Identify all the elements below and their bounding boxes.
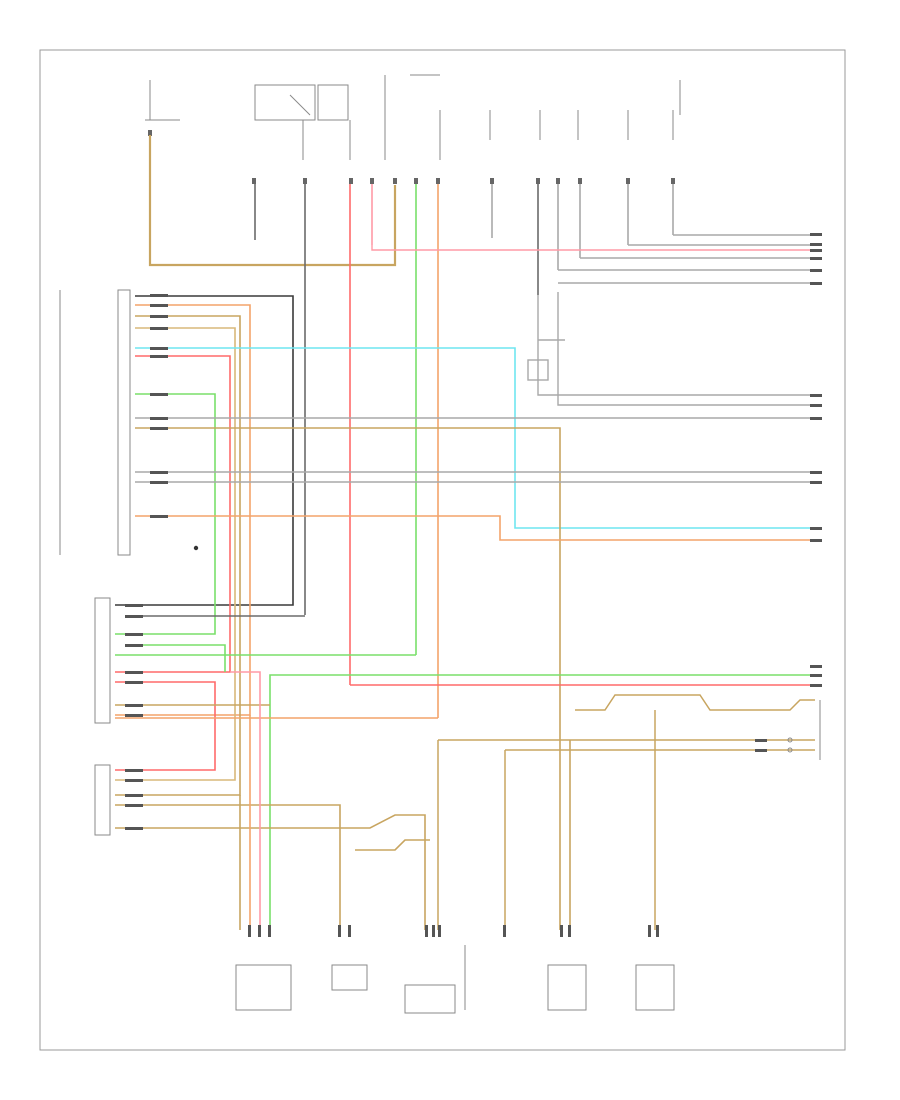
connector-ticks [125,294,168,830]
top-fuse-area [145,74,681,160]
bottom-runs [115,671,571,930]
diagram-frame [39,49,846,1051]
mid-horizontals [115,654,815,925]
component-box-2 [331,964,368,991]
bottom-pins [248,925,659,937]
component-box-1 [235,964,292,1011]
switch-network [437,694,815,930]
fuse-glyphs [148,130,675,184]
relay-box [254,84,316,121]
left-connector-wires [115,295,815,930]
component-box-6 [635,964,675,1011]
right-runs-top [371,234,815,284]
left-connector [59,289,131,836]
bottom-components [235,945,675,1014]
wire-tan-top [148,135,397,267]
top-drops [254,184,674,718]
component-box-3 [404,984,456,1014]
right-connector-ticks [755,233,822,752]
relay-circuit-right [527,292,815,406]
component-box-5 [547,964,587,1011]
right-lower-switch [787,700,821,760]
ground-dot [193,545,199,551]
